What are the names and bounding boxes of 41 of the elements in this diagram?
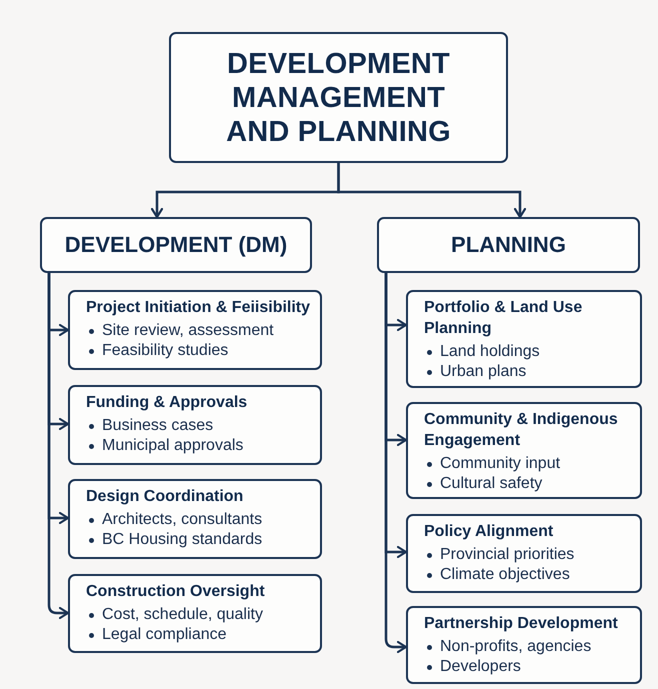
connector-arrow <box>337 163 526 218</box>
department-title: DEVELOPMENT (DM) <box>64 231 288 259</box>
card-heading: Partnership Development <box>424 614 619 634</box>
bullet-text: Provincial priorities <box>440 545 574 565</box>
title-panel <box>169 32 508 163</box>
card-heading: Community & Indigenous Engagement <box>424 410 619 451</box>
function-card <box>68 574 322 653</box>
function-card <box>68 385 322 465</box>
bullet-text: Architects, consultants <box>102 510 262 530</box>
bullet-text: Climate objectives <box>440 565 570 585</box>
connector-arrow <box>384 273 408 654</box>
title-text: DEVELOPMENT MANAGEMENT AND PLANNING <box>225 46 452 148</box>
bullet-text: Legal compliance <box>102 625 227 645</box>
department-header <box>40 217 312 273</box>
function-card <box>406 514 642 593</box>
bullet-text: Feasibility studies <box>102 341 228 361</box>
bullet-text: Land holdings <box>440 342 540 362</box>
card-heading: Funding & Approvals <box>86 393 248 413</box>
card-heading: Project Initiation & Feiisibility <box>86 298 312 318</box>
function-card <box>406 402 642 499</box>
bullet-text: BC Housing standards <box>102 530 262 550</box>
bullet-text: Cultural safety <box>440 474 542 494</box>
function-card <box>68 290 322 370</box>
card-heading: Policy Alignment <box>424 522 554 542</box>
connector-arrow <box>48 273 70 620</box>
bullet-text: Developers <box>440 657 521 677</box>
department-header <box>377 217 640 273</box>
bullet-text: Non-profits, agencies <box>440 637 592 657</box>
bullet-text: Cost, schedule, quality <box>102 605 263 625</box>
card-heading: Construction Oversight <box>86 582 266 602</box>
bullet-text: Urban plans <box>440 362 526 382</box>
bullet-text: Site review, assessment <box>102 321 274 341</box>
bullet-text: Municipal approvals <box>102 436 244 456</box>
bullet-text: Business cases <box>102 416 214 436</box>
function-card <box>406 606 642 684</box>
bullet-text: Community input <box>440 454 560 474</box>
card-heading: Design Coordination <box>86 487 244 507</box>
function-card <box>68 479 322 559</box>
card-heading: Portfolio & Land Use Planning <box>424 298 584 339</box>
department-title: PLANNING <box>451 231 566 259</box>
function-card <box>406 290 642 388</box>
